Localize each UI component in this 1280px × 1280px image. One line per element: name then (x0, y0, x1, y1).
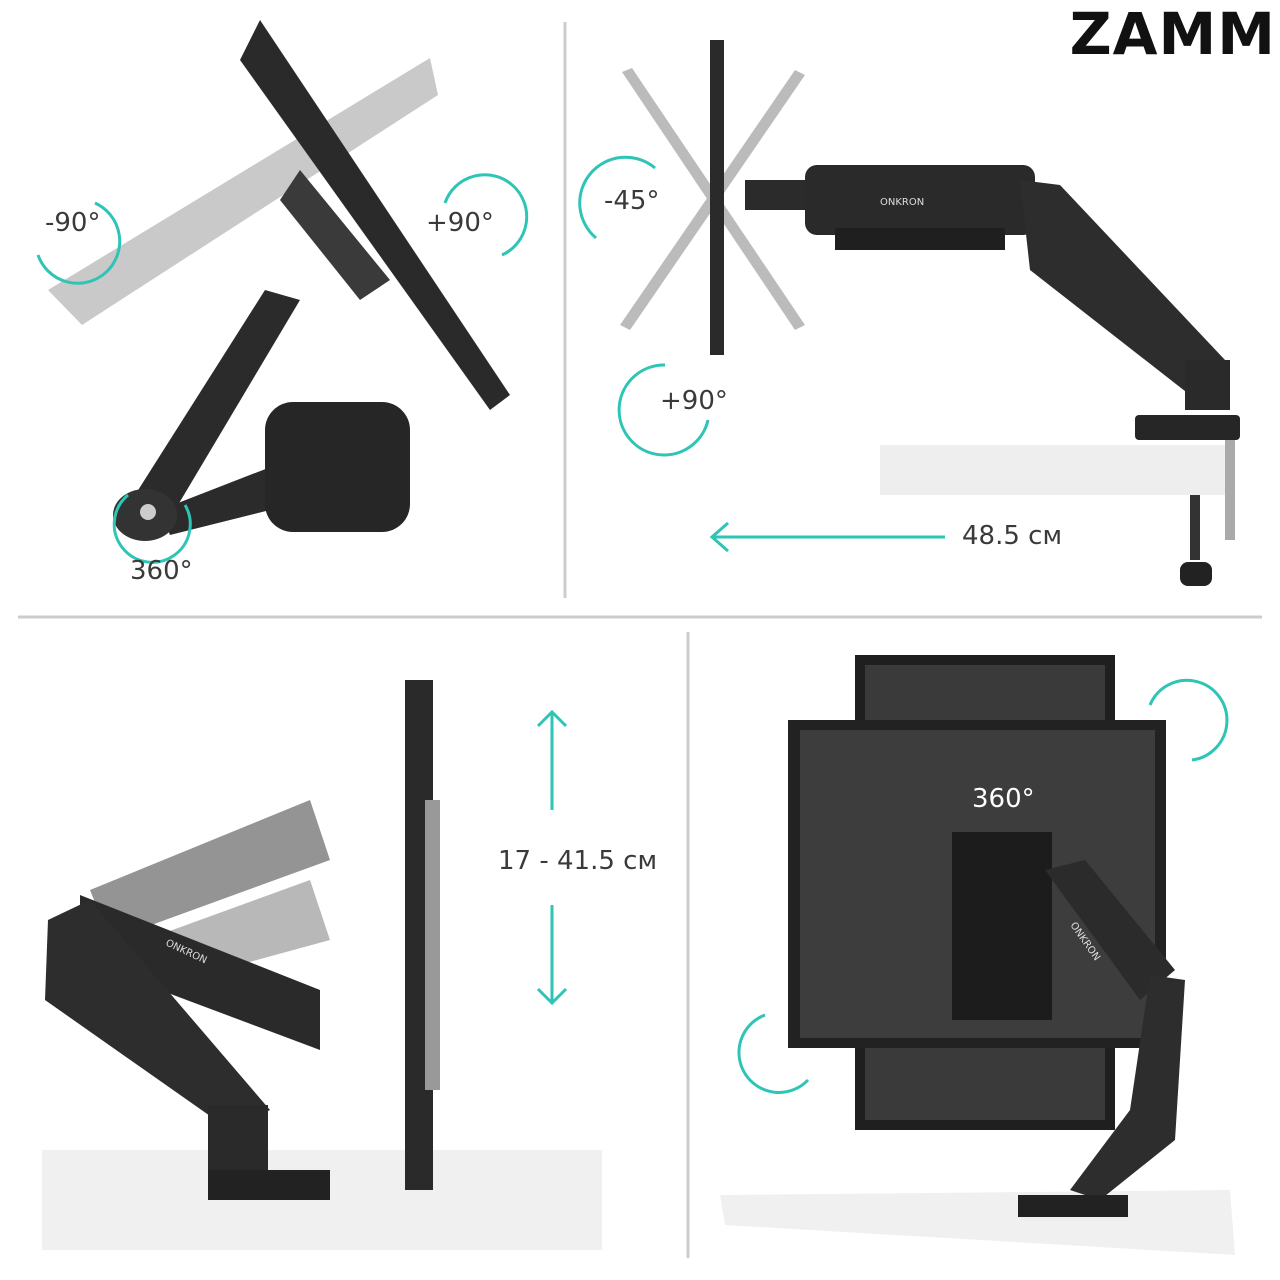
height-panel-illustration: ONKRON (42, 680, 602, 1250)
tilt-panel-illustration (36, 20, 529, 564)
tilt-left-label: -90° (45, 208, 101, 238)
rotation-label: 360° (972, 784, 1035, 814)
tilt-down-label: +90° (660, 386, 728, 416)
height-range-label: 17 - 41.5 см (498, 846, 658, 876)
rotation-panel-illustration: ONKRON (720, 655, 1235, 1255)
tilt-up-label: -45° (604, 186, 660, 216)
reach-label: 48.5 см (962, 521, 1063, 551)
extension-panel-illustration: ONKRON (578, 40, 1240, 586)
zamm-logo: ZAMM (1069, 0, 1276, 68)
tilt-right-label: +90° (426, 208, 494, 238)
swivel-label: 360° (130, 556, 193, 586)
onkron-logo-top: ONKRON (880, 197, 924, 208)
